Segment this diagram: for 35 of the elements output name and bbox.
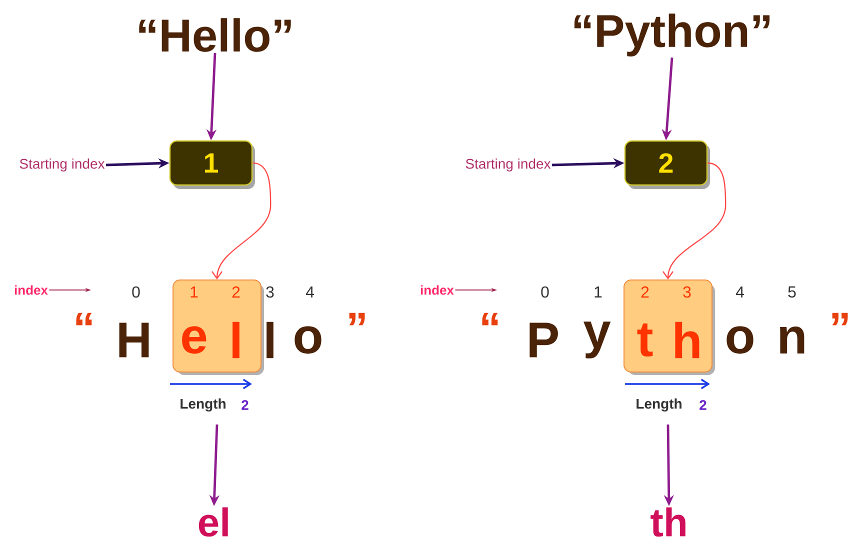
index-number: 4	[306, 286, 314, 298]
index-label: index	[14, 285, 48, 295]
length-value: 2	[242, 400, 248, 410]
start-index-box: 2	[624, 140, 710, 189]
highlight-box: 1 2 e l	[172, 280, 264, 375]
result-text: th	[650, 507, 686, 537]
starting-index-label: Starting index	[466, 158, 551, 172]
length-label: Length	[636, 398, 682, 412]
letter: y	[584, 322, 611, 358]
length-value: 2	[700, 400, 706, 410]
title-text: “Hello”	[139, 18, 291, 52]
letter: H	[119, 322, 149, 358]
letter: l	[266, 322, 274, 358]
index-number: 4	[736, 286, 744, 298]
index-number: 5	[788, 286, 796, 298]
quote-mark: “	[76, 312, 92, 326]
result-text: el	[198, 507, 228, 537]
curved-arrow	[662, 162, 726, 280]
quote-mark: “	[482, 312, 498, 326]
starting-index-label: Starting index	[20, 158, 105, 172]
title-text: “Python”	[574, 14, 770, 56]
curved-arrow	[212, 162, 272, 280]
letter: P	[530, 322, 558, 358]
index-number: 1	[594, 286, 602, 298]
start-index-box: 1	[169, 140, 255, 189]
length-label: Length	[180, 398, 226, 412]
quote-mark: ”	[349, 312, 365, 326]
highlight-box: 2 3 t h	[624, 280, 715, 375]
index-number: 0	[541, 286, 549, 298]
letter: n	[780, 326, 804, 354]
quote-mark: ”	[832, 312, 848, 326]
index-label: index	[420, 285, 454, 295]
letter: o	[294, 326, 322, 354]
letter: o	[726, 326, 754, 354]
index-number: 0	[132, 286, 140, 298]
